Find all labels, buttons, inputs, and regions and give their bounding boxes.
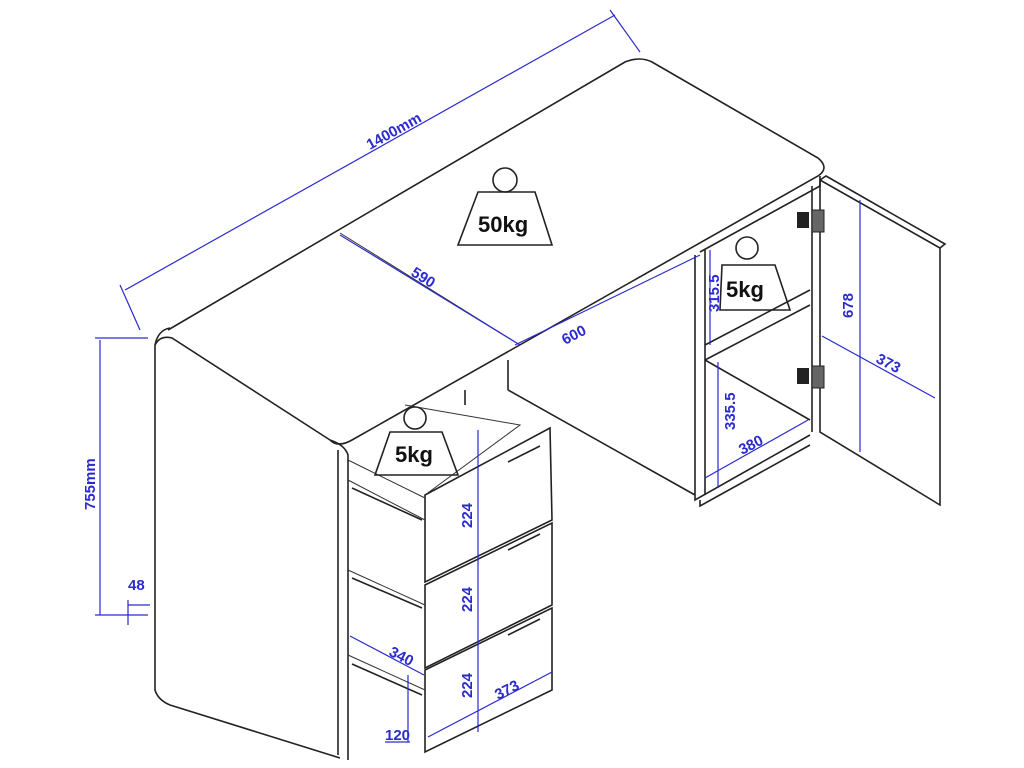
- drawer-unit: [347, 404, 553, 754]
- hinge-icon: [797, 212, 809, 228]
- depth-label: 590: [408, 264, 438, 292]
- drawer-depth-label: 340: [386, 643, 416, 670]
- width-label: 1400mm: [364, 110, 425, 154]
- dimension-lines: [95, 9, 936, 743]
- base-label: 48: [128, 577, 145, 594]
- weight-icon-top: [456, 167, 554, 246]
- knee-space-label: 600: [559, 322, 589, 349]
- drawer-height-label-2: 224: [459, 586, 476, 612]
- drawer-width-label: 373: [492, 677, 522, 704]
- door-width-label: 373: [873, 350, 903, 377]
- drawer-height-label-3: 224: [459, 672, 476, 698]
- shelf-lower-label: 335.5: [722, 392, 739, 430]
- hinge-icon: [797, 368, 809, 384]
- door-height-label: 678: [840, 293, 857, 318]
- weight-icon-shelf: [719, 236, 792, 311]
- shelf-upper-label: 315.5: [706, 274, 723, 312]
- left-side-panel: [154, 345, 349, 760]
- top-load-label: 50kg: [478, 212, 528, 237]
- height-label: 755mm: [82, 458, 99, 510]
- right-cabinet: [464, 186, 813, 508]
- weight-icon-drawer: [373, 406, 460, 476]
- drawer-inner-height-label: 120: [385, 727, 410, 744]
- drawer-height-label-1: 224: [459, 502, 476, 528]
- drawer-load-label: 5kg: [395, 442, 433, 467]
- shelf-depth-label: 380: [736, 432, 766, 459]
- open-door: [797, 175, 947, 507]
- shelf-load-label: 5kg: [726, 277, 764, 302]
